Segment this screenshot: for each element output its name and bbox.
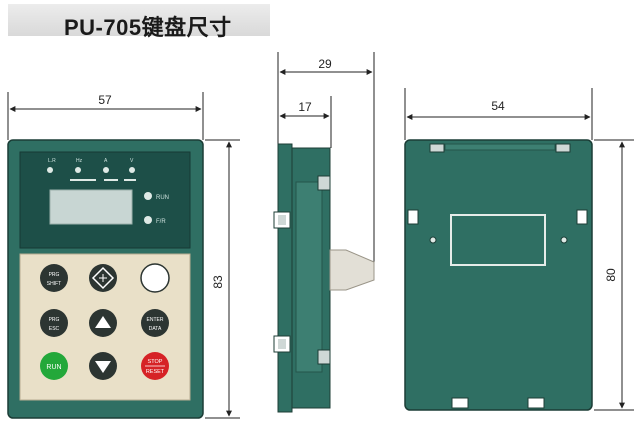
shift-key-label: SHIFT bbox=[47, 281, 61, 287]
screw-hole-right bbox=[560, 236, 568, 244]
back-bottom-tab-right bbox=[527, 397, 545, 409]
run-key-label: RUN bbox=[46, 364, 61, 371]
led-label-hz: Hz bbox=[76, 158, 83, 164]
side-total-depth-label: 29 bbox=[318, 57, 332, 71]
menu-prg-label: PRG bbox=[49, 317, 60, 323]
menu-esc-key[interactable]: PRG ESC bbox=[40, 309, 68, 337]
led-label-lr: L.R bbox=[48, 158, 56, 164]
fr-status-label: F/R bbox=[156, 219, 166, 225]
back-clip-left bbox=[407, 209, 419, 225]
diamond-icon bbox=[91, 266, 115, 290]
back-clip-right bbox=[576, 209, 588, 225]
fr-status-led bbox=[144, 216, 152, 224]
stop-key-label: STOP bbox=[148, 359, 163, 365]
side-front-bezel bbox=[277, 143, 293, 413]
led-v-indicator bbox=[129, 167, 135, 173]
stop-reset-key[interactable]: STOP RESET bbox=[141, 352, 169, 380]
connector-cutout bbox=[450, 214, 546, 266]
down-arrow-icon bbox=[95, 361, 111, 373]
page-title: PU-705键盘尺寸 bbox=[64, 15, 232, 40]
screw-hole-left bbox=[429, 236, 437, 244]
side-body-depth-label: 17 bbox=[298, 100, 312, 114]
back-view: 54 80 bbox=[404, 88, 634, 411]
up-arrow-icon bbox=[95, 316, 111, 328]
adjust-knob-key[interactable] bbox=[89, 264, 117, 292]
back-panel-body bbox=[404, 139, 593, 411]
led-label-a: A bbox=[104, 158, 108, 164]
title-banner: PU-705键盘尺寸 bbox=[8, 4, 270, 40]
prg-shift-key[interactable]: PRG SHIFT bbox=[40, 264, 68, 292]
led-a-indicator bbox=[103, 167, 109, 173]
prg-key-label: PRG bbox=[49, 272, 60, 278]
up-key[interactable] bbox=[89, 309, 117, 337]
front-view: 57 83 L.R Hz A V RUN F/R bbox=[7, 92, 240, 419]
led-lr-indicator bbox=[47, 167, 53, 173]
run-key[interactable]: RUN bbox=[40, 352, 68, 380]
led-label-v: V bbox=[130, 158, 134, 164]
reset-key-label: RESET bbox=[146, 369, 165, 375]
menu-esc-label: ESC bbox=[49, 326, 60, 332]
led-hz-indicator bbox=[75, 167, 81, 173]
run-status-led bbox=[144, 192, 152, 200]
cross-icon bbox=[99, 274, 107, 282]
back-height-label: 80 bbox=[604, 268, 618, 282]
front-width-label: 57 bbox=[98, 93, 112, 107]
enter-data-key[interactable]: ENTER DATA bbox=[141, 309, 169, 337]
front-height-label: 83 bbox=[211, 275, 225, 289]
potentiometer-knob[interactable] bbox=[140, 263, 170, 293]
lcd-screen bbox=[49, 189, 133, 225]
side-view: 29 17 bbox=[273, 52, 375, 413]
data-key-label: DATA bbox=[149, 326, 162, 332]
run-status-label: RUN bbox=[156, 195, 169, 201]
side-recess bbox=[295, 181, 323, 373]
down-key[interactable] bbox=[89, 352, 117, 380]
side-connector bbox=[329, 249, 375, 291]
enter-key-label: ENTER bbox=[147, 317, 164, 323]
back-width-label: 54 bbox=[491, 99, 505, 113]
back-bottom-tab-left bbox=[451, 397, 469, 409]
